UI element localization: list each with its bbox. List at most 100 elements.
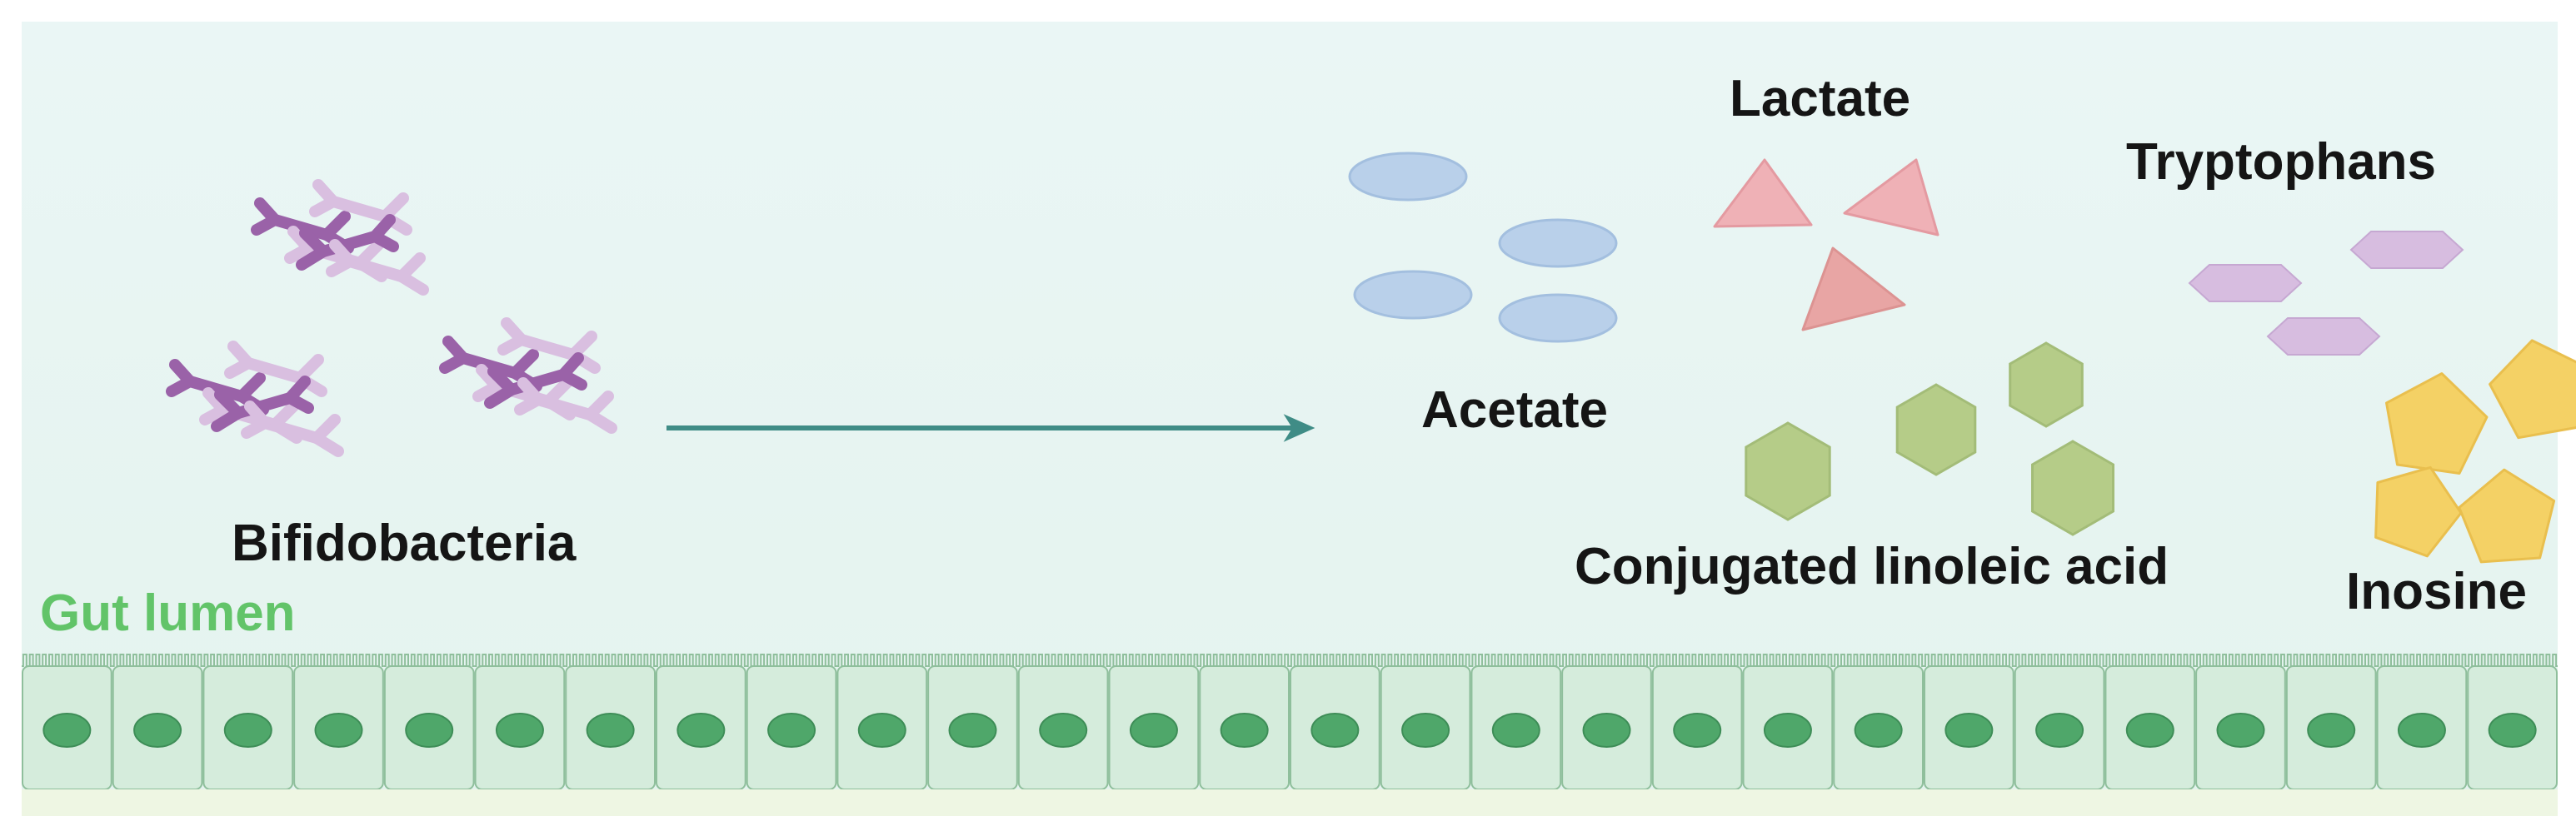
acetate-molecule — [1353, 270, 1473, 320]
bacterium-arm — [439, 352, 469, 374]
cell-nucleus — [1673, 713, 1722, 748]
bacterium-arm — [516, 334, 579, 361]
lactate-molecule — [1713, 158, 1813, 228]
epithelial-cell — [1561, 654, 1652, 790]
epithelial-cell — [1380, 654, 1471, 790]
bacterium-arm — [199, 404, 229, 425]
cell-nucleus — [42, 713, 92, 748]
epithelial-cell — [202, 654, 294, 790]
bacterium-arm — [166, 376, 196, 397]
cell-nucleus — [2216, 713, 2265, 748]
cell-nucleus — [676, 713, 726, 748]
acetate-molecule — [1348, 152, 1468, 202]
lactate-molecule — [1843, 158, 1939, 236]
bifidobacteria-cluster — [166, 179, 617, 457]
bacterium-arm — [326, 256, 356, 277]
bacterium-arm — [484, 384, 517, 409]
cell-nucleus — [1582, 713, 1631, 748]
acetate-molecules — [1348, 152, 1618, 343]
epithelial-cell — [2285, 654, 2377, 790]
epithelial-cell — [112, 654, 203, 790]
cell-nucleus — [767, 713, 816, 748]
tryptophan-molecule — [2349, 231, 2464, 269]
epithelial-cell — [565, 654, 656, 790]
bacterium-arm — [396, 271, 429, 296]
cell-nucleus — [586, 713, 635, 748]
cell-nucleus — [223, 713, 272, 748]
epithelial-cell — [1470, 654, 1562, 790]
lactate-molecule — [1801, 246, 1906, 331]
bifidobacteria-group — [166, 341, 344, 457]
epithelial-cell — [1108, 654, 1200, 790]
bacterium-arm — [251, 214, 281, 236]
cell-nucleus — [1944, 713, 1994, 748]
cell-nucleus — [2125, 713, 2174, 748]
cell-nucleus — [1491, 713, 1540, 748]
inosine-molecule — [2489, 339, 2576, 440]
cell-nucleus — [948, 713, 997, 748]
epithelial-cell — [836, 654, 928, 790]
bacterium-arm — [369, 231, 399, 252]
cell-nucleus — [1039, 713, 1088, 748]
cla-molecule — [1745, 421, 1831, 521]
epithelial-cell — [474, 654, 566, 790]
cell-nucleus — [857, 713, 906, 748]
inosine-molecule — [2458, 468, 2556, 564]
cell-nucleus — [1220, 713, 1269, 748]
bacterium-arm — [532, 394, 596, 420]
bacterium-arm — [472, 381, 502, 402]
cell-nucleus — [2035, 713, 2084, 748]
basement-layer — [22, 789, 2558, 816]
cla-molecules — [1745, 341, 2114, 536]
acetate-molecule — [1498, 218, 1618, 268]
bacterium-arm — [457, 352, 521, 379]
tryptophans-label: Tryptophans — [2126, 133, 2437, 191]
tryptophan-molecule — [2266, 317, 2381, 356]
tryptophan-molecule — [2188, 264, 2303, 302]
bacterium-arm — [284, 392, 314, 414]
epithelial-cell — [746, 654, 837, 790]
bifidobacteria-label: Bifidobacteria — [232, 515, 577, 572]
bacterium-arm — [259, 417, 322, 444]
inosine-label: Inosine — [2346, 563, 2528, 620]
bifidobacteria-group — [439, 317, 617, 434]
cla-label: Conjugated linoleic acid — [1575, 538, 2169, 595]
bacterium-arm — [327, 196, 391, 222]
intestinal-epithelium — [22, 654, 2558, 816]
epithelial-cell — [1199, 654, 1290, 790]
epithelial-cell — [1742, 654, 1834, 790]
epithelial-cell — [2467, 654, 2558, 790]
bacterium-arm — [224, 357, 254, 379]
acetate-molecule — [1498, 293, 1618, 343]
cell-nucleus — [2307, 713, 2356, 748]
inosine-molecules — [2374, 339, 2576, 564]
cell-nucleus — [1310, 713, 1360, 748]
cell-nucleus — [1401, 713, 1450, 748]
cell-nucleus — [2397, 713, 2446, 748]
cell-nucleus — [1854, 713, 1903, 748]
bacterium-arm — [242, 357, 306, 384]
gut-lumen-label: Gut lumen — [40, 585, 296, 642]
cell-nucleus — [495, 713, 544, 748]
epithelial-cell — [1833, 654, 1924, 790]
cell-nucleus — [1763, 713, 1812, 748]
cell-nucleus — [405, 713, 454, 748]
epithelial-cell — [1017, 654, 1109, 790]
bacterium-arm — [296, 246, 329, 271]
bacterium-arm — [497, 334, 527, 356]
bacterium-arm — [584, 409, 617, 434]
cell-nucleus — [1129, 713, 1178, 748]
epithelial-cell — [656, 654, 746, 790]
bacterium-arm — [269, 214, 332, 241]
bacterium-arm — [514, 394, 544, 416]
lactate-molecules — [1713, 158, 1939, 331]
epithelial-cell — [383, 654, 475, 790]
epithelial-cell — [2195, 654, 2286, 790]
acetate-label: Acetate — [1421, 381, 1608, 439]
bacterium-arm — [557, 369, 587, 391]
cell-nucleus — [2488, 713, 2537, 748]
lactate-label: Lactate — [1730, 70, 1911, 127]
epithelial-cell — [1924, 654, 2014, 790]
